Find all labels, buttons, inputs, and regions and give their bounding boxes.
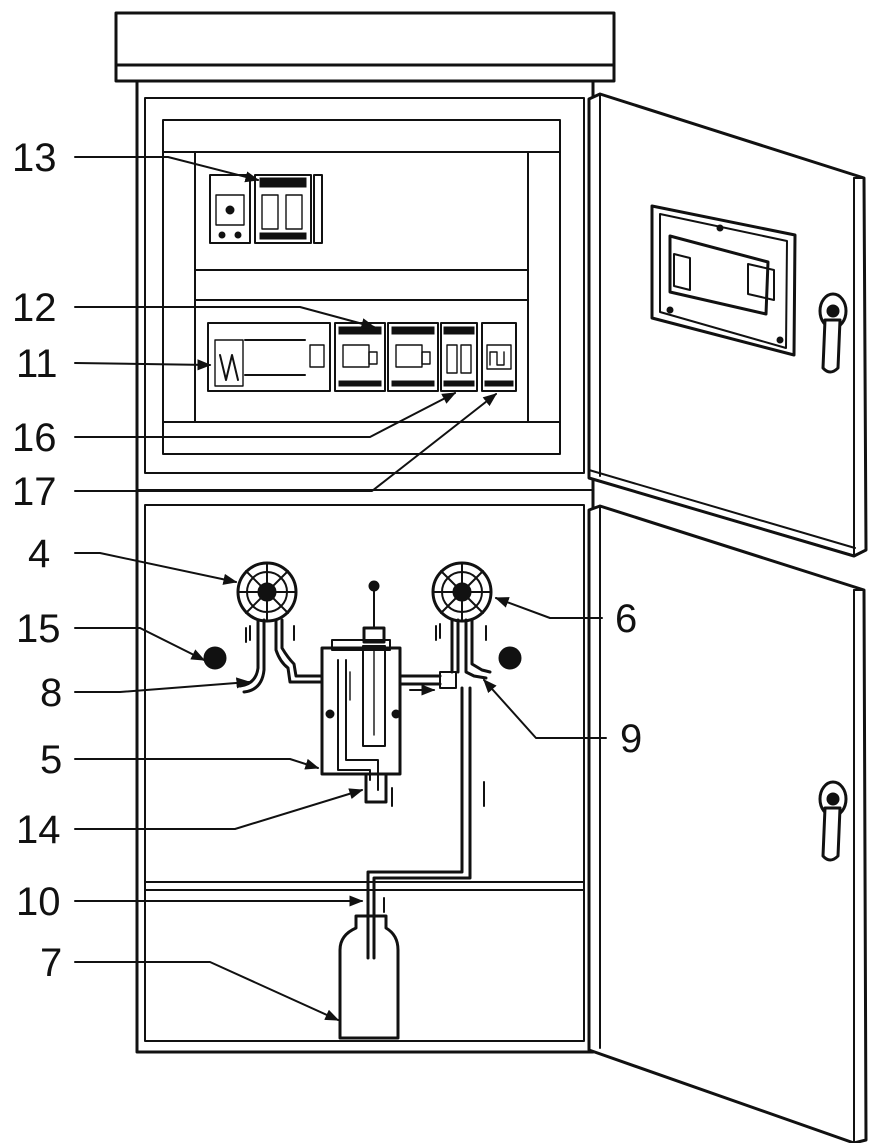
power-module — [481, 322, 517, 392]
label-8: 8 — [40, 671, 62, 715]
relay-module — [207, 322, 331, 392]
label-15: 15 — [16, 607, 61, 651]
label-17: 17 — [12, 470, 57, 514]
reagent-bottle — [338, 898, 400, 1040]
indicator-lamp-left — [203, 646, 227, 670]
peristaltic-pump-left — [236, 561, 298, 623]
cabinet-roof — [114, 11, 616, 83]
cabinet-body — [135, 79, 595, 1054]
label-7: 7 — [40, 941, 62, 985]
label-9: 9 — [620, 717, 642, 761]
controller-module-b — [387, 322, 439, 392]
indicator-lamp-right — [498, 646, 522, 670]
label-6: 6 — [615, 597, 637, 641]
upper-door-handle[interactable] — [818, 292, 848, 374]
label-14: 14 — [16, 808, 61, 852]
tubing-left — [238, 618, 324, 694]
peristaltic-pump-right — [431, 561, 493, 623]
label-13: 13 — [12, 136, 57, 180]
leader-lines — [74, 156, 607, 1021]
label-5: 5 — [40, 738, 62, 782]
detection-cell — [320, 580, 402, 804]
label-16: 16 — [12, 416, 57, 460]
door-display-panel — [650, 204, 797, 357]
tubing-right — [398, 618, 492, 696]
label-4: 4 — [28, 532, 50, 576]
socket-breaker-module — [209, 174, 323, 244]
bottle-shelf — [144, 881, 585, 891]
controller-module-a — [334, 322, 386, 392]
electrical-compartment — [162, 119, 561, 455]
label-12: 12 — [12, 286, 57, 330]
label-10: 10 — [16, 880, 61, 924]
flow-marks — [245, 623, 487, 913]
lower-door — [587, 504, 868, 1143]
lower-door-handle[interactable] — [818, 780, 848, 862]
switch-module — [440, 322, 478, 392]
label-11: 11 — [16, 342, 58, 386]
upper-door — [587, 92, 868, 558]
